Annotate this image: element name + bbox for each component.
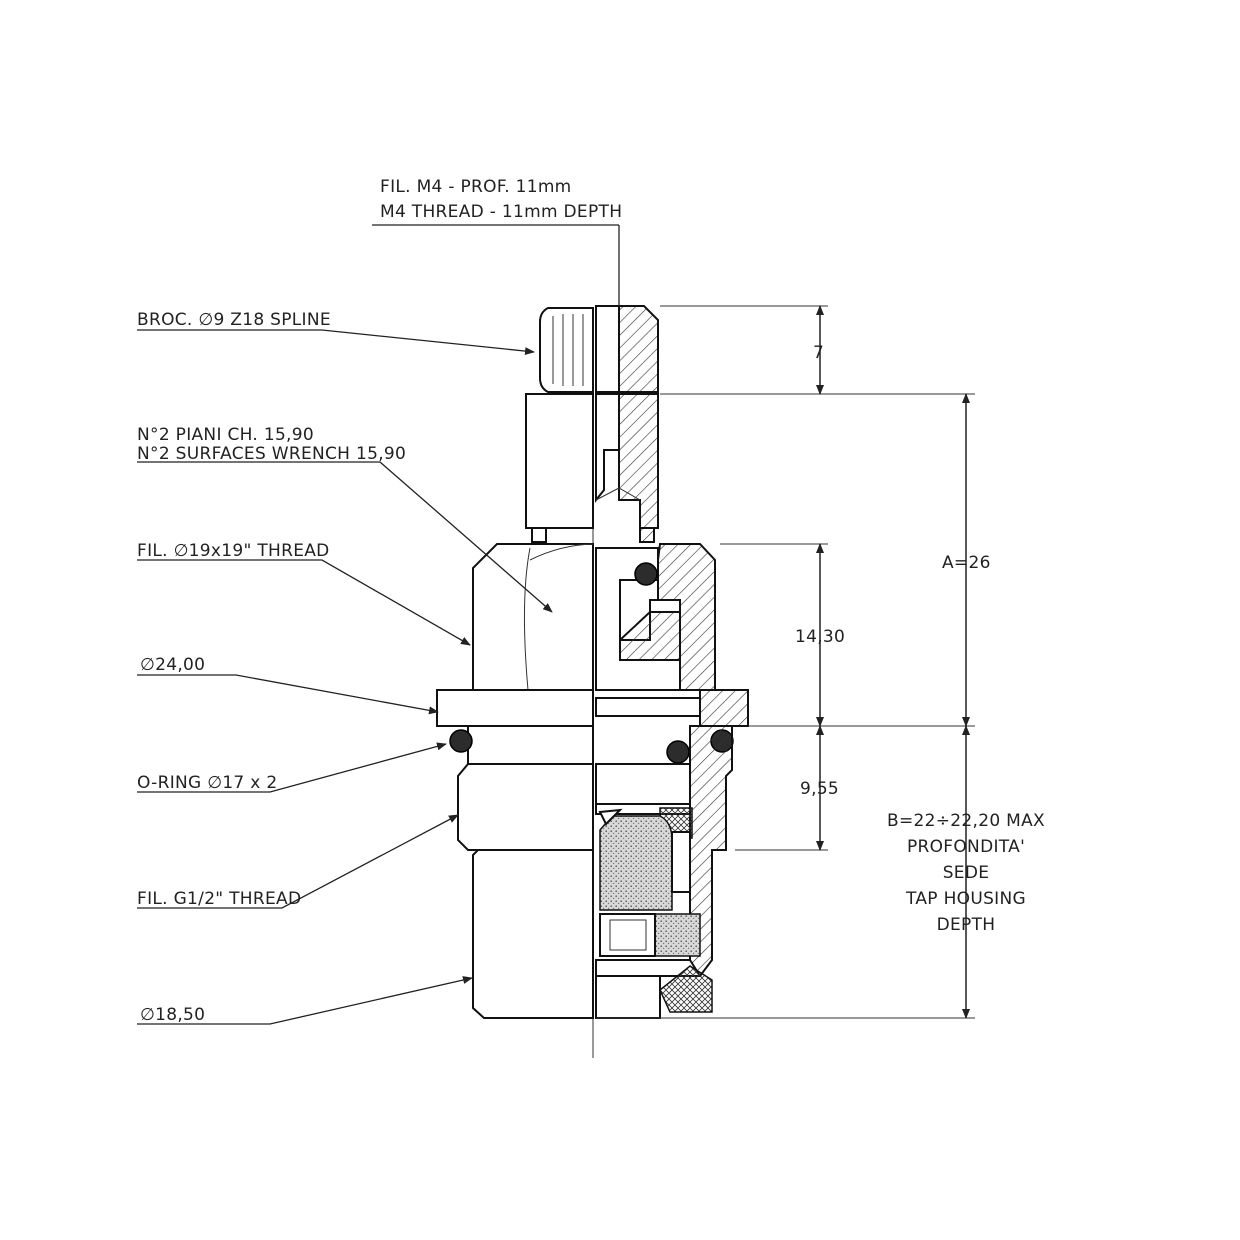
wrench-label-it: N°2 PIANI CH. 15,90 [137, 425, 314, 445]
dimension-a-label: A=26 [942, 553, 991, 573]
thread-g12-label: FIL. G1/2" THREAD [137, 889, 301, 909]
dimension-955-label: 9,55 [800, 779, 839, 799]
m4-thread-label-en: M4 THREAD - 11mm DEPTH [380, 202, 622, 222]
dimension-1430-label: 14,30 [795, 627, 845, 647]
dimension-lines [660, 305, 975, 1019]
oring-label: O-RING ∅17 x 2 [137, 773, 277, 793]
dimension-b-line2: PROFONDITA' [907, 837, 1025, 857]
dimension-b-line3: SEDE [943, 863, 990, 883]
wrench-label-en: N°2 SURFACES WRENCH 15,90 [137, 444, 406, 464]
cartridge-exterior-view [436, 307, 594, 1019]
dimension-7-label: 7 [813, 343, 824, 363]
dimension-b-line5: DEPTH [937, 915, 996, 935]
m4-thread-label-it: FIL. M4 - PROF. 11mm [380, 177, 572, 197]
dimension-b-line4: TAP HOUSING [905, 889, 1026, 909]
diameter-1850-label: ∅18,50 [140, 1005, 205, 1025]
spline-label: BROC. ∅9 Z18 SPLINE [137, 310, 331, 330]
dimension-b-label: B=22÷22,20 MAX [887, 811, 1045, 831]
cartridge-section-view [595, 305, 749, 1019]
diameter-24-label: ∅24,00 [140, 655, 205, 675]
callout-leaders [137, 224, 620, 1025]
thread-19-label: FIL. ∅19x19" THREAD [137, 541, 330, 561]
